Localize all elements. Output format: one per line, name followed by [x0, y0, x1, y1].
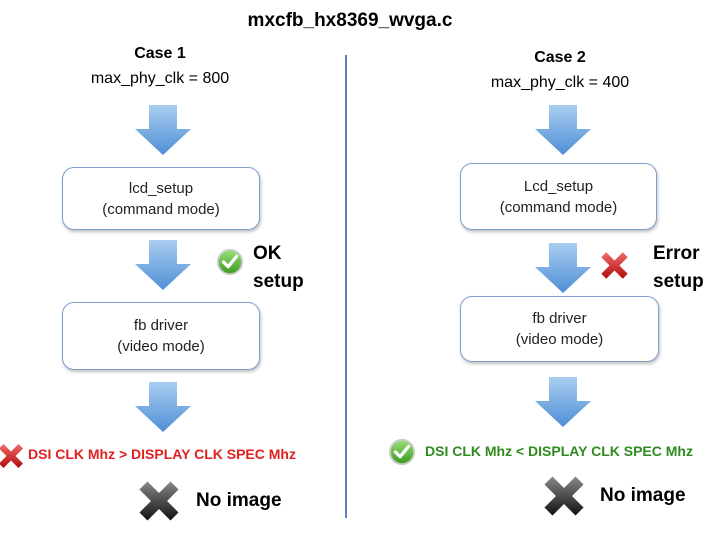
box-line1: lcd_setup [128, 179, 194, 197]
down-arrow-icon [535, 105, 591, 155]
box-line1: fb driver [532, 310, 587, 327]
case1-outcome: No image [196, 490, 282, 511]
status-line1: OK [253, 243, 282, 264]
box-line2: (video mode) [117, 338, 205, 355]
divider [345, 55, 347, 518]
case1-param: max_phy_clk = 800 [90, 70, 230, 87]
black-x-icon [541, 473, 587, 519]
box-line1: Lcd_setup [523, 177, 594, 195]
diagram-title: mxcfb_hx8369_wvga.c [247, 10, 453, 31]
case1-lcd-setup-box: lcd_setup (command mode) [62, 167, 260, 230]
red-x-icon [0, 441, 26, 471]
red-x-icon [598, 249, 631, 282]
case1-fb-driver-box: fb driver (video mode) [62, 302, 260, 370]
box-line2: (video mode) [515, 331, 604, 348]
down-arrow-icon [135, 240, 191, 290]
case2-outcome: No image [600, 485, 686, 506]
box-line2: (command mode) [499, 198, 618, 216]
down-arrow-icon [535, 243, 591, 293]
case1-status: OK setup [253, 240, 304, 296]
case2-lcd-setup-box: Lcd_setup (command mode) [460, 163, 657, 230]
status-line2: setup [253, 271, 304, 292]
black-x-icon [136, 478, 182, 524]
case2-fb-driver-box: fb driver (video mode) [460, 296, 659, 362]
status-line2: setup [653, 271, 704, 292]
case1-heading: Case 1 [134, 45, 186, 62]
down-arrow-icon [535, 377, 591, 427]
case2-status: Error setup [653, 240, 704, 296]
box-line1: fb driver [133, 317, 189, 334]
down-arrow-icon [135, 382, 191, 432]
status-line1: Error [653, 243, 700, 264]
case2-param: max_phy_clk = 400 [490, 74, 630, 91]
case2-heading: Case 2 [534, 49, 586, 66]
green-check-icon [388, 438, 416, 466]
case1-result: DSI CLK Mhz > DISPLAY CLK SPEC Mhz [28, 446, 296, 462]
case2-result: DSI CLK Mhz < DISPLAY CLK SPEC Mhz [425, 443, 693, 459]
green-check-icon [216, 248, 244, 276]
box-line2: (command mode) [102, 200, 220, 218]
down-arrow-icon [135, 105, 191, 155]
